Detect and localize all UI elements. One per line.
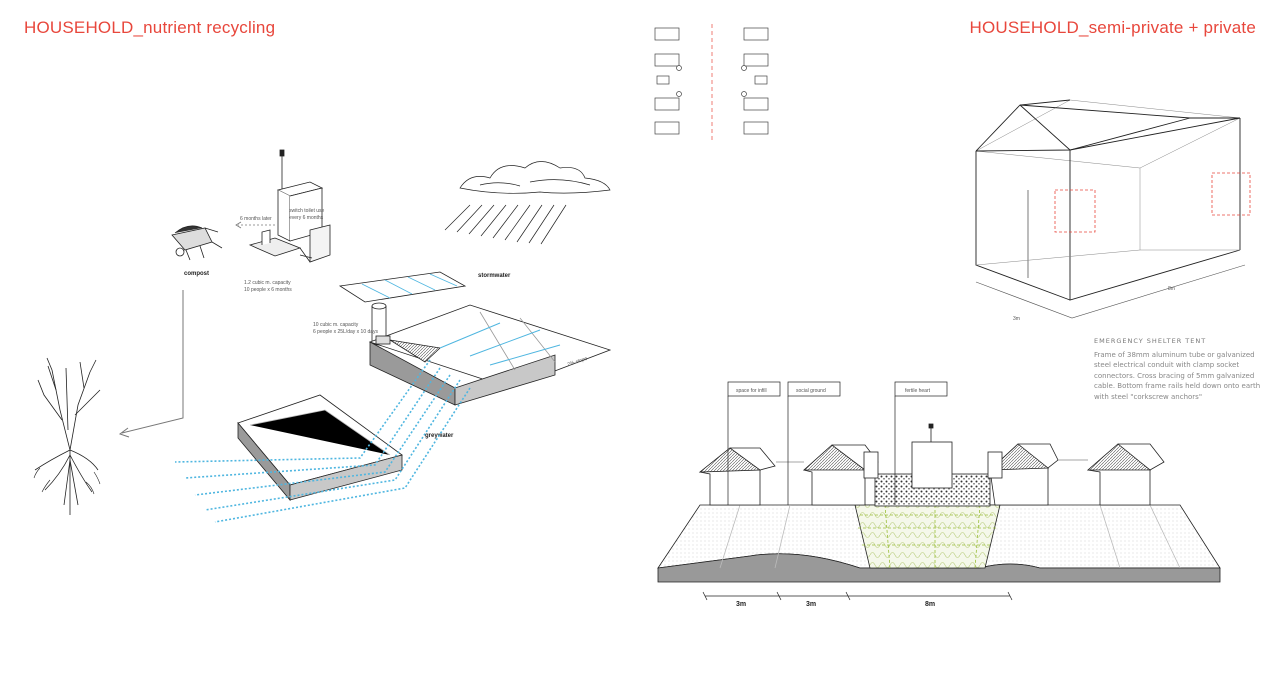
greywater-platform bbox=[237, 394, 403, 502]
flow-arrow-to-tree bbox=[118, 290, 184, 438]
dim-width-label: 3m bbox=[1013, 316, 1020, 322]
stormwater-label: stormwater bbox=[478, 273, 511, 279]
section-houses bbox=[698, 443, 1165, 506]
title-semi-private: HOUSEHOLD_semi-private + private bbox=[969, 18, 1256, 37]
section-label-leaders bbox=[727, 381, 948, 505]
dim-length-label: 8m bbox=[1168, 286, 1175, 292]
label-fertile-heart: fertile heart bbox=[905, 388, 931, 394]
title-nutrient-recycling: HOUSEHOLD_nutrient recycling bbox=[24, 18, 276, 37]
dim-8m: 8m bbox=[925, 601, 935, 608]
water-flow-lines bbox=[174, 359, 471, 523]
compost-label: compost bbox=[184, 271, 209, 277]
upper-platform bbox=[368, 304, 612, 406]
dimension-line bbox=[702, 591, 1013, 601]
switch-toilet-label-1: switch toilet use bbox=[289, 208, 325, 214]
tree-illustration bbox=[33, 357, 101, 515]
wheelbarrow-compost bbox=[171, 225, 223, 261]
section-ground bbox=[657, 504, 1221, 583]
rain-cloud bbox=[444, 161, 611, 245]
detail-callouts bbox=[1054, 172, 1251, 233]
label-space-for-infill: space for infill bbox=[736, 388, 767, 394]
toilet-capacity-1: 1.2 cubic m. capacity bbox=[244, 280, 291, 286]
shelter-body: Frame of 38mm aluminum tube or galvanize… bbox=[1094, 350, 1261, 401]
tank-capacity-2: 6 people x 25L/day x 10 days bbox=[313, 329, 379, 335]
toilet-capacity-2: 10 people x 6 months bbox=[244, 287, 292, 293]
site-plan-markers bbox=[654, 24, 769, 140]
tank-capacity-1: 10 cubic m. capacity bbox=[313, 322, 359, 328]
switch-toilet-label-2: every 6 months bbox=[289, 215, 324, 221]
label-social-ground: social ground bbox=[796, 388, 826, 394]
fertile-heart-module bbox=[863, 423, 1003, 507]
months-later-label: 6 months later bbox=[240, 216, 272, 222]
arrowhead bbox=[235, 221, 242, 229]
dim-3m-1: 3m bbox=[736, 601, 746, 608]
shelter-tent bbox=[975, 99, 1246, 319]
composting-toilet bbox=[248, 149, 331, 263]
shelter-description: EMERGENCY SHELTER TENT Frame of 38mm alu… bbox=[1094, 336, 1262, 402]
solar-roof-collector bbox=[338, 271, 467, 303]
shelter-heading: EMERGENCY SHELTER TENT bbox=[1094, 337, 1207, 345]
dim-3m-2: 3m bbox=[806, 601, 816, 608]
